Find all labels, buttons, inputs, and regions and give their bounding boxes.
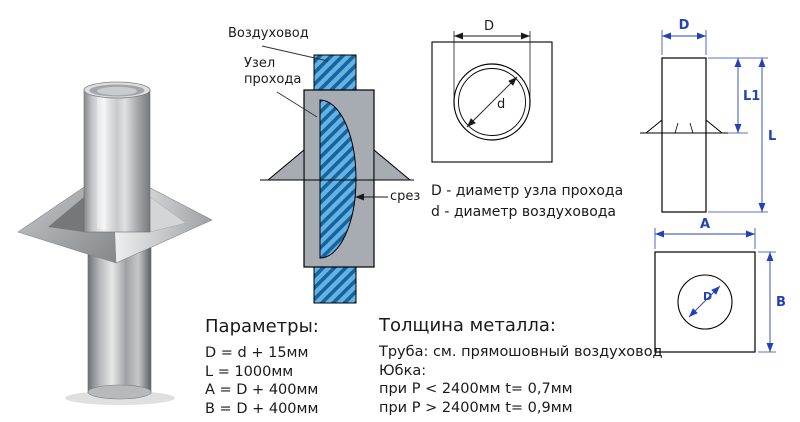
dim-L1: L1	[708, 57, 768, 134]
skirt-cone-right	[373, 148, 412, 181]
thickness-line-skirt: Юбка:	[379, 362, 427, 379]
front-view-skirt	[640, 119, 728, 134]
photo-lower-pipe-cap	[87, 384, 152, 400]
dim-L: L	[708, 58, 776, 213]
thickness-line-p-less: при P < 2400мм t= 0,7мм	[379, 381, 573, 397]
skirt-cone-left	[266, 148, 305, 181]
dim-label-D-front: D	[679, 18, 690, 33]
duct-label: Воздуховод	[228, 26, 309, 41]
legend-line-D: D - диаметр узла прохода	[431, 183, 624, 199]
dim-label-D: D	[484, 19, 494, 34]
inner-circle	[458, 68, 526, 136]
passage-unit-label: Узел прохода	[244, 56, 302, 87]
dim-B: B	[758, 251, 786, 353]
dim-label-D-top: D	[703, 290, 712, 303]
parameters-title: Параметры:	[205, 316, 319, 337]
photo-upper-pipe	[83, 89, 151, 233]
thickness-line-pipe: Труба: см. прямошовный воздуховод	[379, 344, 663, 360]
front-view: D L1 L	[640, 18, 776, 213]
duct-cut-bulge	[319, 99, 357, 259]
dim-d-line	[466, 76, 518, 128]
parameter-line-B: B = D + 400мм	[205, 400, 319, 417]
unit-leader-line	[276, 91, 318, 118]
top-view-plate	[654, 251, 756, 353]
parameter-line-L: L = 1000мм	[205, 363, 294, 380]
legend-line-d: d - диаметр воздуховода	[431, 204, 617, 220]
diameter-view-plate	[431, 41, 553, 163]
parameter-line-D: D = d + 15мм	[205, 345, 309, 361]
cross-section-view	[260, 45, 414, 304]
parameter-line-A: A = D + 400мм	[205, 382, 319, 398]
cut-label: срез	[390, 189, 421, 204]
dim-D-extension-lines	[453, 31, 531, 97]
top-view: D A B	[654, 217, 786, 353]
thickness-block: Толщина металла: Труба: см. прямошовный …	[379, 315, 663, 417]
photo-lower-pipe	[87, 245, 152, 394]
top-view-hole	[677, 274, 733, 330]
photo-cone-left	[48, 197, 84, 232]
thickness-title: Толщина металла:	[379, 315, 556, 336]
dim-label-A: A	[700, 217, 710, 232]
diameter-view: D d	[431, 19, 553, 163]
duct-top-section	[313, 54, 357, 93]
dim-D-front: D	[661, 18, 707, 55]
duct-bottom-section	[313, 264, 357, 304]
thickness-line-p-more: при P > 2400мм t= 0,9мм	[379, 399, 573, 416]
parameters-block: Параметры: D = d + 15мм L = 1000мм A = D…	[205, 316, 319, 418]
dim-label-B: B	[776, 295, 786, 310]
dim-A: A	[654, 217, 756, 249]
legend: D - диаметр узла прохода d - диаметр воз…	[431, 181, 623, 223]
duct-leader-line	[261, 45, 329, 62]
product-photo	[17, 81, 213, 405]
photo-highlight	[97, 93, 106, 229]
outer-circle	[453, 63, 531, 141]
dim-label-L1: L1	[743, 89, 760, 104]
front-view-pipe	[661, 57, 707, 213]
dim-D-top-line	[688, 285, 721, 318]
dim-label-d: d	[497, 97, 505, 112]
photo-pipe-inner-reflection	[97, 86, 137, 96]
dim-label-L: L	[768, 129, 776, 144]
